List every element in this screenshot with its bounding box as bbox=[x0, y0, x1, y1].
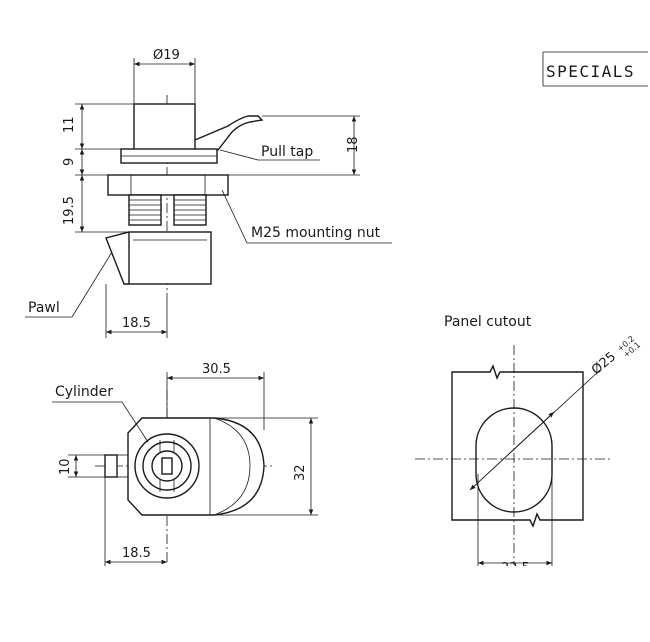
keyway-ring bbox=[151, 450, 183, 482]
mounting-nut-shape bbox=[107, 174, 229, 196]
side-view: Ø19 11 9 19.5 18 Pull tap M25 mounting n… bbox=[25, 48, 392, 338]
panel-outline bbox=[451, 364, 584, 528]
label-cylinder: Cylinder bbox=[55, 384, 113, 400]
dim-front-height-10: 10 bbox=[58, 458, 73, 475]
pull-tap-shape bbox=[194, 115, 264, 153]
dim-side-width-18-5: 18.5 bbox=[122, 316, 151, 331]
page-bottom-margin bbox=[0, 566, 650, 637]
dim-front-width-18-5: 18.5 bbox=[122, 546, 151, 561]
front-view: 30.5 Cylinder 10 32 18.5 bbox=[52, 362, 318, 568]
pawl-body bbox=[128, 231, 212, 285]
panel-cutout-view: Panel cutout Ø25 +0.2 +0.1 22.5 bbox=[415, 314, 642, 576]
specials-badge: SPECIALS bbox=[542, 51, 648, 87]
dim-height-9: 9 bbox=[62, 158, 77, 166]
panel-cutout-title: Panel cutout bbox=[444, 314, 532, 330]
dim-height-19-5: 19.5 bbox=[62, 196, 77, 225]
front-left-tab bbox=[104, 454, 118, 478]
dim-height-18: 18 bbox=[346, 136, 361, 153]
label-pawl: Pawl bbox=[28, 300, 60, 316]
lock-cylinder-body bbox=[133, 103, 196, 151]
dim-height-11: 11 bbox=[62, 116, 77, 133]
dim-cutout-diameter: Ø25 bbox=[589, 349, 619, 378]
keyway-slot bbox=[161, 457, 173, 475]
dim-front-width-30-5: 30.5 bbox=[202, 362, 231, 377]
specials-label: SPECIALS bbox=[546, 62, 635, 81]
dim-front-height-32: 32 bbox=[293, 464, 308, 481]
label-pull-tap: Pull tap bbox=[261, 144, 313, 160]
pawl-flap bbox=[105, 231, 130, 285]
label-mounting-nut: M25 mounting nut bbox=[251, 225, 381, 241]
dim-top-diameter: Ø19 bbox=[153, 48, 180, 63]
